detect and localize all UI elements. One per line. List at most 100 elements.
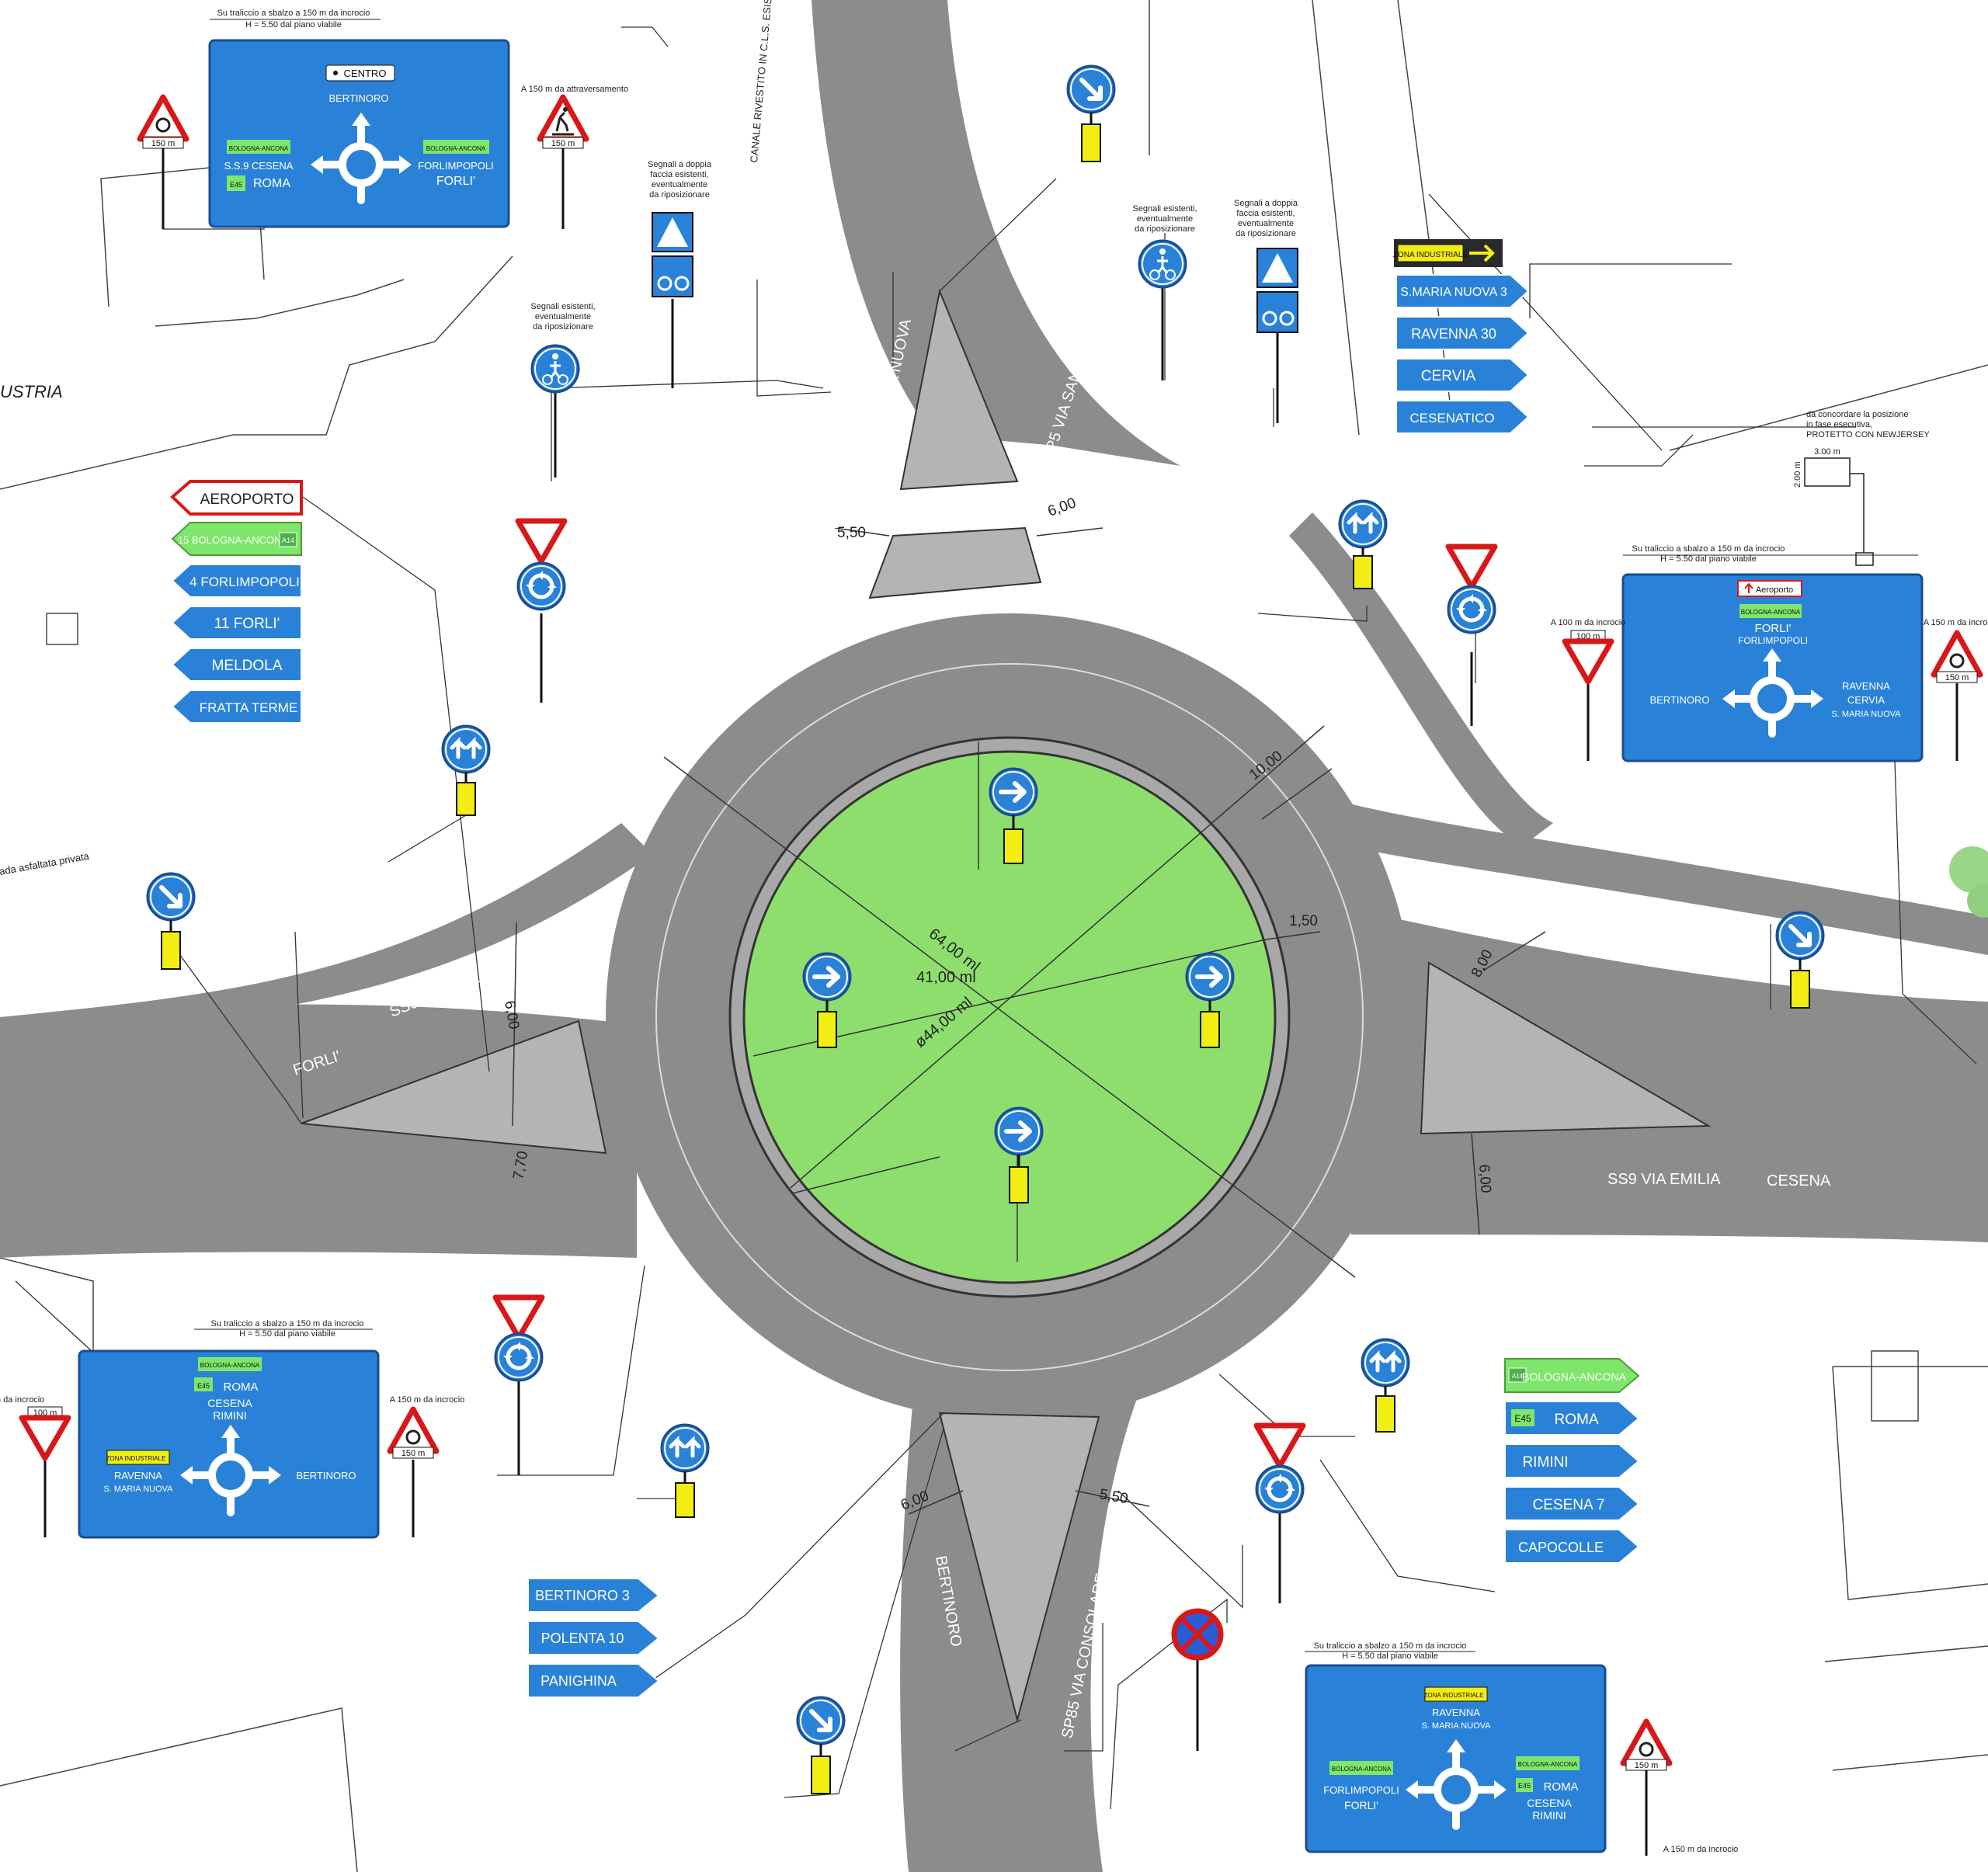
arrow-se-1: ROMA [1555,1412,1599,1428]
panel-sw-e45: E45 [197,1382,210,1390]
arrows-south: BERTINORO 3 POLENTA 10 PANIGHINA [527,1578,660,1698]
sign-turn-right-3 [1187,953,1233,1048]
panel-se-top2: S. MARIA NUOVA [1421,1721,1491,1731]
panel-nw-roundabout-icon [315,116,408,204]
panel-nw-left-badge: BOLOGNA-ANCONA [229,145,289,152]
panel-ne-top1: FORLI' [1754,622,1791,635]
panel-ne-dim-w: 3.00 m [1814,447,1840,457]
note-double-ne-1: Segnali a doppia [1234,199,1298,208]
sign-giveway-round-se [1256,1426,1303,1603]
panel-nw-dist-right: 150 m [551,139,575,148]
arrow-s-0: BERTINORO 3 [535,1588,630,1603]
panel-sw-note1: Su traliccio a sbalzo a 150 m da incroci… [211,1319,364,1328]
sign-pass-either-se [1362,1339,1409,1433]
panel-se-left1: FORLIMPOPOLI [1323,1784,1399,1796]
sign-keep-right-n [1068,66,1114,162]
note-existing-ne-1: Segnali esistenti, [1132,204,1197,214]
canal-label: CANALE RIVESTITO IN C.L.S. ESISTENTE [748,0,777,163]
arrow-se-badge-1: E45 [1514,1413,1531,1424]
note-double-n-1: Segnali a doppia [648,160,712,169]
panel-sw-zona: ZONA INDUSTRIALE [106,1455,166,1462]
panel-nw-left1: S.S.9 CESENA [224,160,294,172]
dim-n-550: 5,50 [837,525,866,541]
panel-ne: Su traliccio a sbalzo a 150 m da incroci… [1551,410,1988,762]
panel-ne-right2: CERVIA [1847,694,1885,706]
arrow-se-3: CESENA 7 [1533,1497,1605,1513]
panel-ne-badge: BOLOGNA-ANCONA [1741,609,1801,616]
sign-pass-either-ne [1340,501,1386,589]
panel-sw-top1: ROMA [224,1381,259,1394]
arrow-west-4: MELDOLA [212,658,283,674]
panel-se-right-badge: BOLOGNA-ANCONA [1518,1761,1578,1768]
sign-no-stopping [1174,1611,1221,1751]
arrow-s-1: POLENTA 10 [541,1631,624,1646]
note-double-n-4: da riposizionare [649,190,710,200]
panel-sw-top2: CESENA [207,1397,252,1409]
panel-ne-dim-h: 2.00 m [1793,461,1802,488]
sign-giveway-round-sw [495,1297,542,1475]
dim-41: 41,00 ml [916,969,976,986]
panel-ne-note1: Su traliccio a sbalzo a 150 m da incroci… [1632,544,1785,554]
panel-se-right2: CESENA [1527,1797,1572,1809]
panel-nw-right-badge: BOLOGNA-ANCONA [426,145,486,152]
arrows-ne: ZONA INDUSTRIALE S.MARIA NUOVA 3 RAVENNA… [1393,239,1530,434]
arrow-west-5: FRATTA TERME [200,700,298,715]
panel-se-dist: 150 m [1635,1761,1659,1770]
panel-sw-note-right: A 150 m da incrocio [390,1395,465,1405]
panel-ne-left: BERTINORO [1649,694,1709,706]
sign-turn-right-2 [804,953,850,1048]
sign-keep-right-s [798,1697,844,1794]
panel-nw-note1: Su traliccio a sbalzo a 150 m da incroci… [217,9,370,18]
panel-se-right-e45: E45 [1518,1782,1531,1790]
arrow-ne-4: CESENATICO [1409,411,1494,425]
street-east: SS9 VIA EMILIA [1607,1171,1721,1188]
panel-nw-right1: FORLIMPOPOLI [418,160,494,172]
arrow-west-badge: A14 [282,537,294,544]
area-industria: USTRIA [0,382,63,401]
panel-se-top1: RAVENNA [1432,1707,1480,1718]
panel-se-roundabout-icon [1409,1743,1503,1830]
panel-nw-centro: CENTRO [344,68,387,79]
sign-double-n [652,212,693,388]
panel-sw-note-left: 0 m da incrocio [0,1395,44,1405]
sign-turn-right-4 [996,1108,1042,1203]
panel-se-note: A 150 m da incrocio [1663,1845,1739,1854]
panel-se: Su traliccio a sbalzo a 150 m da incroci… [1305,1641,1738,1856]
panel-ne-newjersey1: da concordare la posizione [1806,410,1908,419]
street-east-dir: CESENA [1767,1172,1831,1190]
private-road: ada asfaltata privata [0,850,91,877]
dimension-lines [512,527,1546,1515]
panel-se-left2: FORLI' [1344,1799,1378,1811]
panel-sw-roundabout-icon [184,1429,277,1516]
leader-lines [15,26,1977,1810]
arrow-west-3: 11 FORLI' [214,616,280,632]
note-existing-ne-2: eventualmente [1137,214,1193,224]
sign-pass-either-s [662,1425,708,1518]
arrow-se-badge-0: A14 [1512,1373,1524,1380]
panel-nw-attr-note: A 150 m da attraversamento [521,85,628,94]
splitter-islands [301,288,1712,1723]
panel-ne-newjersey2: in fase esecutiva, [1806,420,1872,429]
panel-nw-note2: H = 5.50 dal piano viabile [245,20,342,30]
panel-ne-roundabout-icon [1726,652,1819,738]
panel-se-right1: ROMA [1544,1780,1579,1794]
arrows-se: A14 BOLOGNA-ANCONA E45 ROMA RIMINI CESEN… [1504,1358,1640,1564]
tree-icon [1949,846,1988,918]
panel-nw-top: BERTINORO [328,92,388,104]
panel-ne-right1: RAVENNA [1842,680,1890,692]
small-signs: Segnali esistenti, eventualmente da ripo… [148,66,1823,1794]
panel-se-left-badge: BOLOGNA-ANCONA [1332,1766,1392,1773]
arrow-se-0: BOLOGNA-ANCONA [1522,1370,1626,1383]
sign-giveway-round-w [518,521,565,703]
sign-double-ne [1256,248,1298,423]
panel-sw-top3: RIMINI [213,1409,247,1422]
panel-nw-left-e45: E45 [230,181,242,189]
panel-ne-note-left: A 100 m da incrocio [1551,618,1626,627]
dim-e-600: 6,00 [1475,1164,1494,1193]
note-existing-ne-3: da riposizionare [1135,224,1195,234]
panel-se-right3: RIMINI [1532,1809,1566,1822]
panel-ne-aeroporto: Aeroporto [1756,585,1793,595]
note-double-n-3: eventualmente [652,180,707,189]
